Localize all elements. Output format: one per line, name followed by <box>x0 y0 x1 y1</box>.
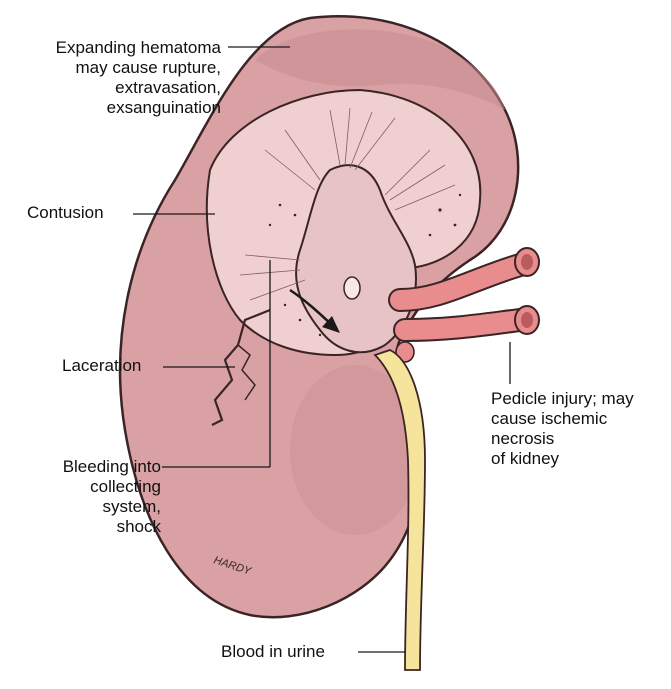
label-bleeding-line-1: Bleeding into <box>63 457 161 477</box>
label-laceration: Laceration <box>62 356 141 376</box>
label-contusion-line-1: Contusion <box>27 203 104 223</box>
label-pedicle-line-4: of kidney <box>491 449 634 469</box>
label-laceration-line-1: Laceration <box>62 356 141 376</box>
label-bleeding-line-3: system, <box>63 497 161 517</box>
label-hematoma: Expanding hematoma may cause rupture, ex… <box>56 38 221 118</box>
label-urine-line-1: Blood in urine <box>221 642 325 662</box>
label-urine: Blood in urine <box>221 642 325 662</box>
label-bleeding: Bleeding into collecting system, shock <box>63 457 161 537</box>
pelvis-opening <box>344 277 360 299</box>
label-bleeding-line-2: collecting <box>63 477 161 497</box>
label-contusion: Contusion <box>27 203 104 223</box>
label-hematoma-line-4: exsanguination <box>56 98 221 118</box>
label-bleeding-line-4: shock <box>63 517 161 537</box>
label-hematoma-line-1: Expanding hematoma <box>56 38 221 58</box>
label-pedicle: Pedicle injury; may cause ischemic necro… <box>491 389 634 469</box>
label-hematoma-line-2: may cause rupture, <box>56 58 221 78</box>
label-hematoma-line-3: extravasation, <box>56 78 221 98</box>
label-pedicle-line-3: necrosis <box>491 429 634 449</box>
label-pedicle-line-2: cause ischemic <box>491 409 634 429</box>
label-pedicle-line-1: Pedicle injury; may <box>491 389 634 409</box>
